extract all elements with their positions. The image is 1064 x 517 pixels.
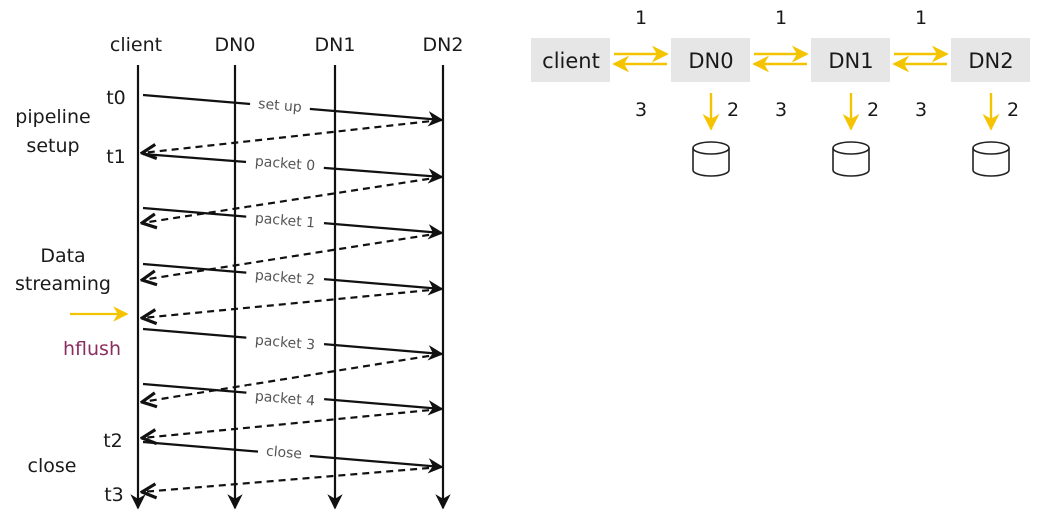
cylinder-disk-icon [972, 141, 1010, 177]
phase-data-line1: Data [40, 245, 85, 267]
step-3-dn1-dn0: 3 [775, 99, 787, 121]
pipeline-node-dn1: DN1 [828, 49, 873, 73]
cylinder-disk-icon [692, 141, 730, 177]
step-2-dn2: 2 [1007, 99, 1019, 121]
actor-dn1: DN1 [315, 34, 356, 56]
label-close: close [265, 444, 302, 463]
pipeline-box-dn1 [811, 38, 890, 82]
actor-client: client [110, 34, 162, 56]
phase-setup-line1: pipeline [15, 106, 90, 128]
cylinder-disk-icon [832, 141, 870, 177]
pipeline-node-dn0: DN0 [688, 49, 733, 73]
pipeline-node-dn2: DN2 [968, 49, 1013, 73]
step-3-dn2-dn1: 3 [915, 99, 927, 121]
step-1-client-dn0: 1 [635, 7, 647, 29]
step-1-dn0-dn1: 1 [775, 7, 787, 29]
actor-headers: client DN0 DN1 DN2 [110, 34, 464, 56]
msg-close-ack [142, 465, 442, 492]
pipeline-overview: client DN0 DN1 DN2 1 1 1 3 3 3 2 2 2 [531, 7, 1030, 177]
step-2-dn0: 2 [727, 99, 739, 121]
label-packet1: packet 1 [254, 211, 315, 232]
time-t2: t2 [103, 430, 123, 452]
phase-setup-line2: setup [26, 135, 79, 157]
step-2-dn1: 2 [867, 99, 879, 121]
step-1-dn1-dn2: 1 [915, 7, 927, 29]
msg-packet3-ack [142, 352, 442, 402]
phase-data-line2: streaming [15, 273, 111, 295]
pipeline-node-client: client [542, 49, 600, 73]
phase-labels: pipeline setup Data streaming hflush clo… [15, 106, 129, 477]
msg-packet2-ack [142, 287, 442, 318]
phase-close: close [28, 455, 77, 477]
time-t3: t3 [104, 484, 124, 506]
phase-hflush: hflush [63, 338, 121, 360]
msg-packet1-ack [142, 231, 442, 280]
label-setup: set up [258, 96, 303, 116]
msg-packet0-ack [142, 175, 442, 223]
time-labels: t0 t1 t2 t3 [103, 87, 126, 506]
actor-dn2: DN2 [423, 34, 464, 56]
pipeline-box-client [531, 38, 610, 82]
time-t1: t1 [106, 146, 126, 168]
step-3-dn0-client: 3 [635, 99, 647, 121]
ack-messages [142, 118, 442, 492]
actor-dn0: DN0 [215, 34, 256, 56]
label-packet4: packet 4 [254, 389, 315, 410]
time-t0: t0 [106, 87, 126, 109]
pipeline-box-dn2 [951, 38, 1030, 82]
label-packet3: packet 3 [254, 333, 315, 354]
msg-packet4-ack [142, 407, 442, 438]
label-packet2: packet 2 [254, 268, 315, 289]
message-labels: set up packet 0 packet 1 packet 2 packet… [245, 93, 325, 464]
pipeline-transfer-arrows [612, 45, 1000, 131]
msg-setup-ack [142, 118, 442, 153]
pipeline-box-dn0 [671, 38, 750, 82]
label-packet0: packet 0 [254, 154, 315, 175]
lifelines [130, 65, 451, 510]
